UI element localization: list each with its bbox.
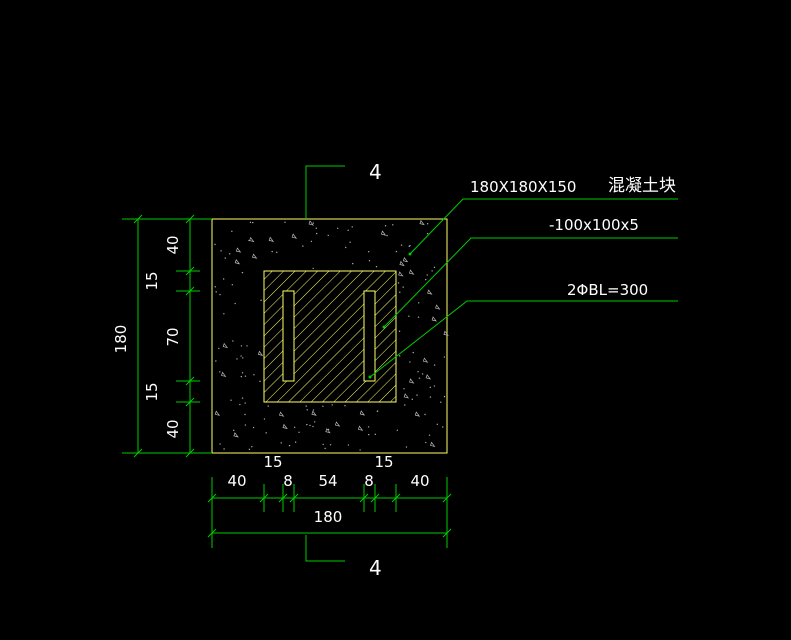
- section-line-top: [305, 165, 345, 219]
- dimension-bottom: [207, 477, 452, 548]
- label-plate: -100x100x5: [549, 216, 639, 234]
- dim-bottom-seg-5: 40: [410, 472, 429, 490]
- label-block-name: 混凝土块: [608, 176, 676, 196]
- dim-left-seg-3: 70: [164, 327, 182, 346]
- leader-dot-rebar: [368, 375, 372, 379]
- dimension-left: [122, 214, 212, 458]
- leader-dot-plate: [382, 325, 386, 329]
- section-mark-top: 4: [369, 160, 382, 184]
- dim-bottom-total: 180: [314, 508, 343, 526]
- dim-bottom-15-right: 15: [374, 453, 393, 471]
- dim-bottom-15-left: 15: [263, 453, 282, 471]
- dim-left-seg-5: 40: [164, 419, 182, 438]
- concrete-block: [211, 218, 448, 454]
- leader-rebar: [369, 300, 678, 378]
- rebar-slot-left: [282, 290, 295, 382]
- dim-left-seg-1: 40: [164, 235, 182, 254]
- leader-dot-block: [408, 252, 412, 256]
- leader-block: [409, 198, 678, 255]
- dim-bottom-seg-2: 8: [283, 472, 293, 490]
- label-block-size: 180X180X150: [470, 178, 576, 196]
- dim-bottom-seg-4: 8: [364, 472, 374, 490]
- label-rebar: 2ΦBL=300: [567, 281, 648, 299]
- leader-plate: [383, 237, 678, 328]
- section-mark-bottom: 4: [369, 556, 382, 580]
- concrete-speckle-fill: [214, 219, 449, 451]
- dim-bottom-seg-3: 54: [318, 472, 337, 490]
- dim-left-seg-2: 15: [143, 271, 161, 290]
- section-line-bottom: [305, 535, 345, 562]
- rebar-slot-right: [363, 290, 376, 382]
- dim-left-total: 180: [112, 325, 130, 354]
- dim-bottom-seg-1: 40: [227, 472, 246, 490]
- dim-left-seg-4: 15: [143, 382, 161, 401]
